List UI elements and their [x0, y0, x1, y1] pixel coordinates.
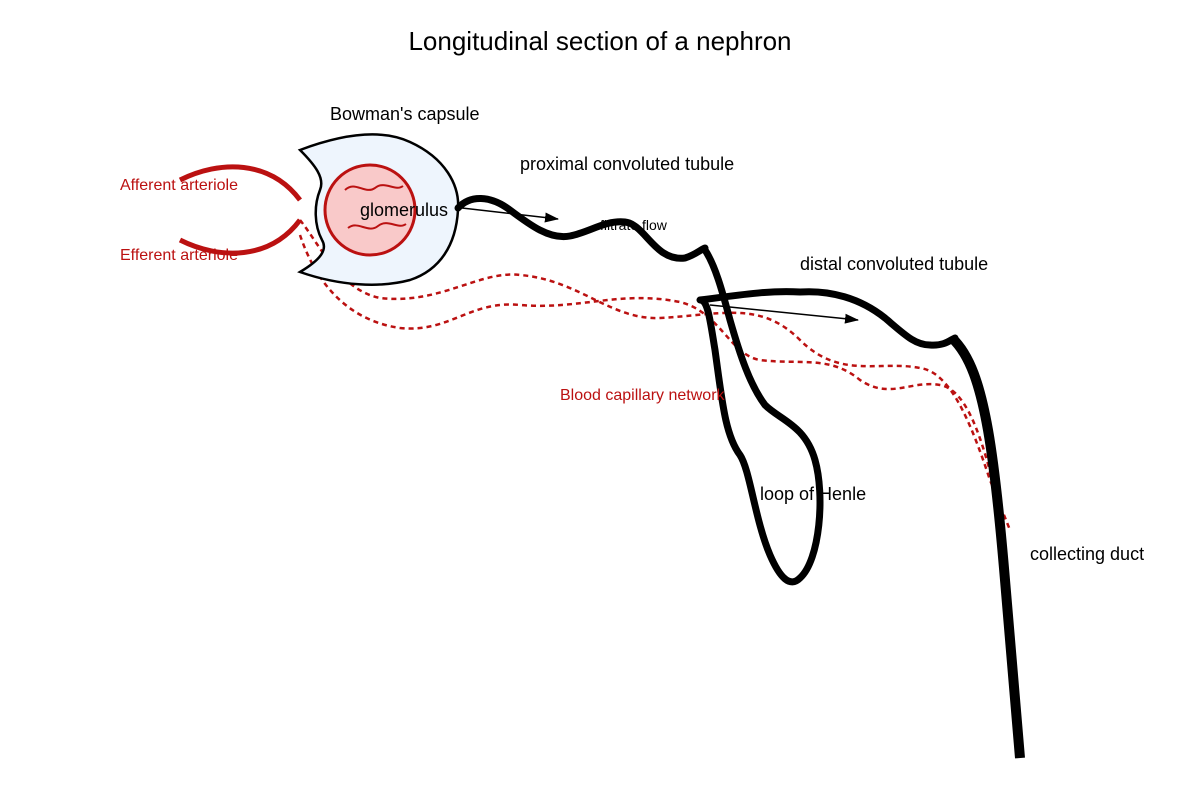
loop-of-henle: [698, 248, 824, 586]
glomerulus-vessel-upper: [344, 184, 404, 191]
glomerulus: [323, 163, 417, 257]
label-collecting-duct: collecting duct: [1030, 544, 1144, 564]
filtrate-flow-arrow-2: [709, 304, 859, 324]
afferent-arteriole: [178, 164, 302, 202]
label-efferent-arteriole: Efferent arteriole: [120, 247, 238, 264]
label-afferent-arteriole: Afferent arteriole: [120, 177, 238, 194]
proximal-convoluted-tubule: [454, 195, 709, 262]
label-glomerulus: glomerulus: [360, 200, 448, 220]
capillary-upper: [299, 219, 1012, 531]
distal-convoluted-tubule: [696, 288, 959, 349]
label-blood-capillary-network: Blood capillary network: [560, 387, 726, 404]
label-loop-of-henle: loop of Henle: [760, 484, 866, 504]
label-distal-tubule: distal convoluted tubule: [800, 254, 988, 274]
label-filtrate-flow: filtrate flow: [600, 217, 668, 233]
label-bowmans-capsule: Bowman's capsule: [330, 104, 480, 124]
collecting-duct: [948, 334, 1025, 759]
efferent-arteriole: [178, 218, 302, 256]
label-proximal-tubule: proximal convoluted tubule: [520, 154, 734, 174]
filtrate-flow-arrow-1: [461, 207, 559, 223]
glomerulus-vessel-lower: [347, 222, 407, 230]
diagram-title: Longitudinal section of a nephron: [408, 26, 791, 56]
